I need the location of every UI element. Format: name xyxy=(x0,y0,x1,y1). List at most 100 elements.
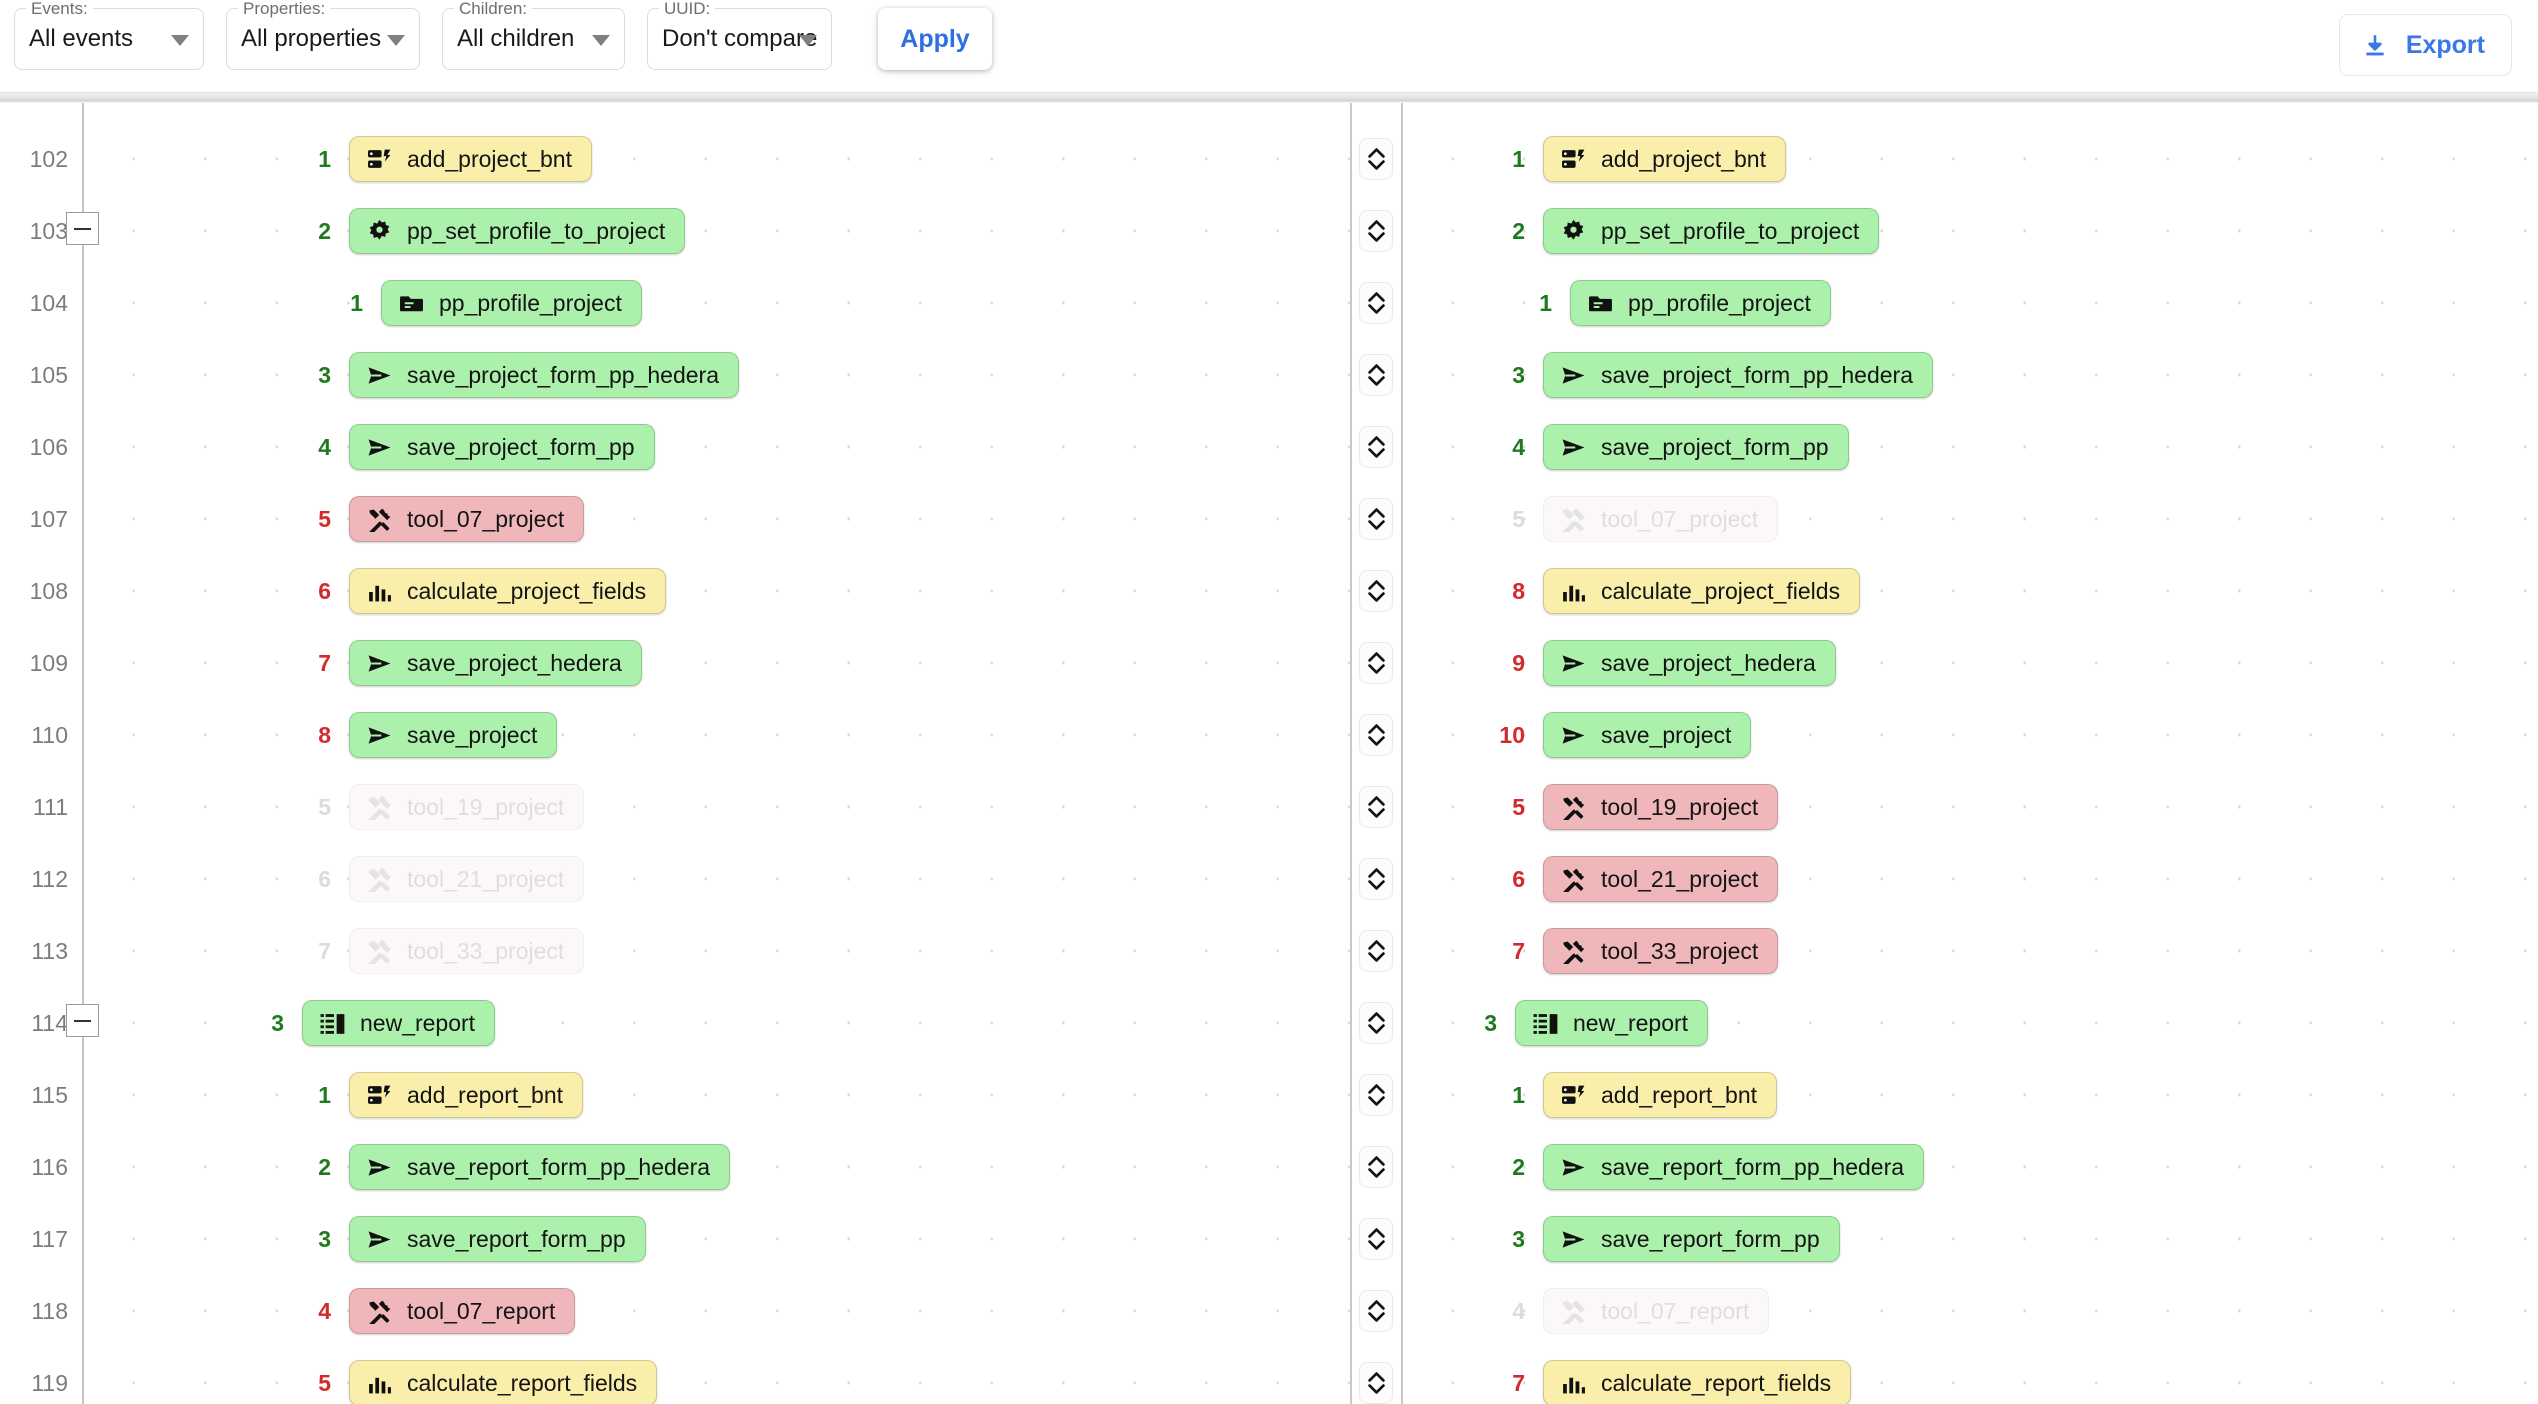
sync-scroll-button[interactable] xyxy=(1359,786,1393,828)
event-chip[interactable]: save_project_hedera xyxy=(1543,640,1836,686)
event-label: add_project_bnt xyxy=(407,145,572,172)
event-chip[interactable]: tool_21_project xyxy=(1543,856,1779,902)
chevron-down-icon xyxy=(1367,1168,1385,1178)
event-chip[interactable]: calculate_project_fields xyxy=(349,568,667,614)
uuid-filter-select[interactable]: UUID: Don't compare xyxy=(647,0,832,70)
event-chip[interactable]: calculate_report_fields xyxy=(1543,1360,1852,1404)
event-chip[interactable]: tool_07_project xyxy=(349,496,585,542)
sync-scroll-button[interactable] xyxy=(1359,1218,1393,1260)
list-icon xyxy=(1533,1011,1558,1036)
chevron-up-icon xyxy=(1367,1156,1385,1166)
chevron-up-icon xyxy=(1367,292,1385,302)
properties-filter-select[interactable]: Properties: All properties xyxy=(226,0,420,70)
event-index: 5 xyxy=(318,505,331,532)
event-chip[interactable]: save_project_form_pp xyxy=(1543,424,1849,470)
export-button[interactable]: Export xyxy=(2338,14,2512,76)
sync-scroll-button[interactable] xyxy=(1359,282,1393,324)
event-chip[interactable]: save_report_form_pp xyxy=(349,1216,646,1262)
horizontal-scrollbar-track[interactable] xyxy=(0,92,2538,103)
event-index: 1 xyxy=(318,1081,331,1108)
gear-icon xyxy=(367,219,392,244)
event-chip[interactable]: pp_profile_project xyxy=(1570,280,1831,326)
chevron-up-icon xyxy=(1367,148,1385,158)
send-icon xyxy=(367,435,392,460)
sync-scroll-button[interactable] xyxy=(1359,210,1393,252)
event-chip[interactable]: calculate_report_fields xyxy=(349,1360,658,1404)
sync-scroll-button[interactable] xyxy=(1359,858,1393,900)
tools-icon xyxy=(367,795,392,820)
line-number: 116 xyxy=(31,1154,68,1180)
sync-scroll-button[interactable] xyxy=(1359,354,1393,396)
event-chip[interactable]: save_project xyxy=(1543,712,1752,758)
event-index: 3 xyxy=(271,1009,284,1036)
event-chip[interactable]: add_project_bnt xyxy=(1543,136,1786,182)
event-index: 5 xyxy=(1512,505,1525,532)
event-chip[interactable]: pp_profile_project xyxy=(381,280,642,326)
event-chip[interactable]: new_report xyxy=(302,1000,496,1046)
collapse-toggle[interactable] xyxy=(66,1004,99,1037)
collapse-toggle[interactable] xyxy=(66,212,99,245)
children-filter-select[interactable]: Children: All children xyxy=(442,0,625,70)
barchart-icon xyxy=(367,579,392,604)
tools-icon xyxy=(367,1299,392,1324)
tools-icon xyxy=(367,939,392,964)
event-chip[interactable]: tool_07_report xyxy=(349,1288,576,1334)
diff-cell-left: 5 tool_07_project xyxy=(84,483,1350,555)
event-chip[interactable]: save_report_form_pp_hedera xyxy=(1543,1144,1925,1190)
event-chip[interactable]: save_project_form_pp_hedera xyxy=(1543,352,1933,398)
chevron-down-icon xyxy=(1367,1024,1385,1034)
event-chip[interactable]: pp_set_profile_to_project xyxy=(349,208,686,254)
send-icon xyxy=(367,363,392,388)
event-chip[interactable]: add_report_bnt xyxy=(349,1072,584,1118)
event-chip[interactable]: save_project_form_pp_hedera xyxy=(349,352,739,398)
event-chip[interactable]: calculate_project_fields xyxy=(1543,568,1861,614)
chevron-down-icon xyxy=(799,35,817,46)
event-index: 7 xyxy=(318,937,331,964)
line-number: 106 xyxy=(29,434,68,460)
dns-icon xyxy=(1561,147,1586,172)
event-chip[interactable]: save_report_form_pp xyxy=(1543,1216,1840,1262)
sync-scroll-button[interactable] xyxy=(1359,642,1393,684)
chevron-down-icon xyxy=(1367,1312,1385,1322)
sync-scroll-button[interactable] xyxy=(1359,570,1393,612)
event-label: save_project_form_pp_hedera xyxy=(407,361,719,388)
sync-scroll-button[interactable] xyxy=(1359,498,1393,540)
folder-icon xyxy=(399,291,424,316)
event-chip[interactable]: add_project_bnt xyxy=(349,136,592,182)
event-index: 3 xyxy=(318,361,331,388)
event-chip[interactable]: pp_set_profile_to_project xyxy=(1543,208,1880,254)
apply-button[interactable]: Apply xyxy=(878,8,992,70)
event-label: tool_33_project xyxy=(407,937,565,964)
send-icon xyxy=(367,651,392,676)
sync-scroll-button[interactable] xyxy=(1359,1290,1393,1332)
sync-scroll-button[interactable] xyxy=(1359,138,1393,180)
chevron-up-icon xyxy=(1367,364,1385,374)
sync-scroll-button[interactable] xyxy=(1359,1074,1393,1116)
event-chip[interactable]: tool_19_project xyxy=(1543,784,1779,830)
event-chip[interactable]: save_project_hedera xyxy=(349,640,642,686)
event-chip[interactable]: add_report_bnt xyxy=(1543,1072,1778,1118)
barchart-icon xyxy=(367,1371,392,1396)
event-chip[interactable]: save_report_form_pp_hedera xyxy=(349,1144,731,1190)
sync-scroll-button[interactable] xyxy=(1359,1362,1393,1404)
send-icon xyxy=(1561,1227,1586,1252)
event-chip[interactable]: save_project xyxy=(349,712,558,758)
event-chip[interactable]: new_report xyxy=(1515,1000,1709,1046)
events-filter-select[interactable]: Events: All events xyxy=(14,0,204,70)
event-chip: tool_07_report xyxy=(1543,1288,1770,1334)
sync-scroll-button[interactable] xyxy=(1359,930,1393,972)
sync-scroll-button[interactable] xyxy=(1359,426,1393,468)
sync-scroll-button[interactable] xyxy=(1359,714,1393,756)
event-chip[interactable]: tool_33_project xyxy=(1543,928,1779,974)
tools-icon xyxy=(1561,1299,1586,1324)
sync-scroll-button[interactable] xyxy=(1359,1002,1393,1044)
event-chip[interactable]: save_project_form_pp xyxy=(349,424,655,470)
event-index: 1 xyxy=(350,289,363,316)
sync-scroll-button[interactable] xyxy=(1359,1146,1393,1188)
chevron-up-icon xyxy=(1367,1084,1385,1094)
